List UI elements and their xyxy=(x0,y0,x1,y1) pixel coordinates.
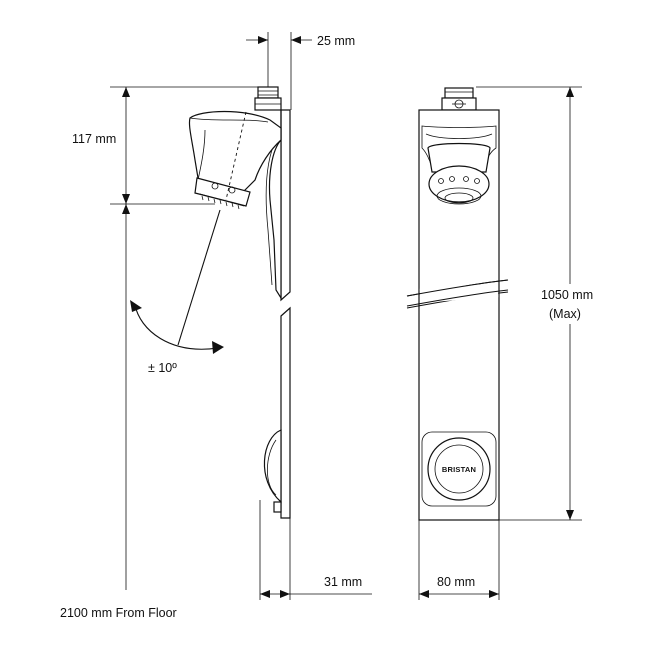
dim-floor-height-label: 2100 mm From Floor xyxy=(60,606,177,620)
side-inlet-fitting xyxy=(254,86,282,111)
front-shower-rose xyxy=(428,165,490,205)
dim-height-note-label: (Max) xyxy=(549,307,581,321)
front-control-knob: BRISTAN xyxy=(421,431,497,507)
dim-depth-label: 31 mm xyxy=(324,575,362,589)
brand-logo-text: BRISTAN xyxy=(442,465,476,474)
swivel-arrow-up xyxy=(130,300,142,312)
side-panel-lower xyxy=(280,306,291,519)
swivel-arc xyxy=(134,304,219,350)
side-view xyxy=(130,86,291,519)
dim-outlet-offset-label: 25 mm xyxy=(317,34,355,48)
dim-height-label: 1050 mm xyxy=(541,288,593,302)
dim-width-label: 80 mm xyxy=(437,575,475,589)
swivel-arrow-right xyxy=(212,341,224,354)
dim-head-drop-label: 117 mm xyxy=(72,132,116,146)
front-inlet-fitting xyxy=(441,87,477,111)
side-panel-upper xyxy=(280,109,291,302)
side-control-dome xyxy=(263,429,282,513)
front-shower-body xyxy=(427,142,491,173)
dim-swivel-angle-label: ± 10º xyxy=(148,361,177,375)
front-view: BRISTAN xyxy=(406,87,509,521)
dimension-lines: 25 mm 117 mm 2100 mm From Floor ± 10º 31… xyxy=(60,32,606,620)
rose-axis-line xyxy=(177,209,221,346)
side-shower-head xyxy=(188,110,282,210)
